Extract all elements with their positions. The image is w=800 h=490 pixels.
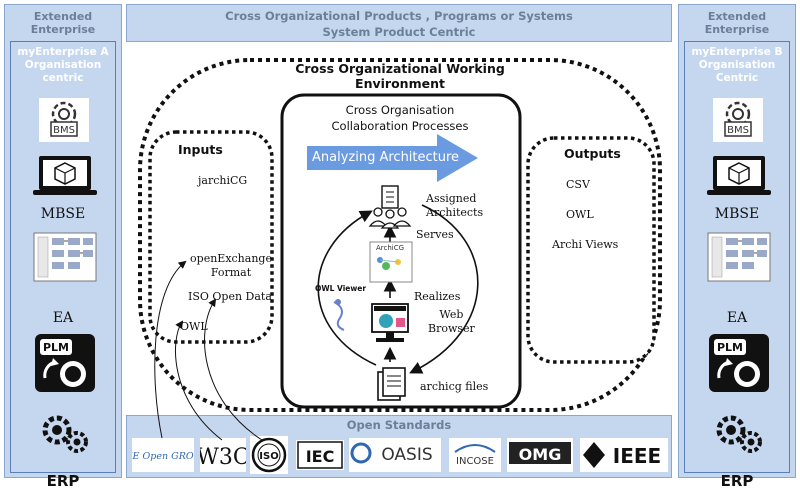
working-environment-title: Cross Organizational Working Environment xyxy=(290,61,510,91)
svg-text:PLM: PLM xyxy=(717,341,743,354)
input-openexchange-format: openExchange Format xyxy=(190,252,272,279)
svg-text:OMG: OMG xyxy=(519,445,562,464)
ea-diagram-icon xyxy=(33,232,97,282)
working-env-line1: Cross Organizational Working xyxy=(295,61,505,76)
right-enterprise-panel: Extended Enterprise myEnterprise B Organ… xyxy=(678,4,796,490)
svg-text:ISO: ISO xyxy=(259,451,278,462)
owl-viewer-label: OWL Viewer xyxy=(315,284,367,293)
open-group-logo: THE Open GROUP xyxy=(118,438,209,472)
archicg-green-node xyxy=(382,262,390,270)
web-browser-monitor-icon xyxy=(371,303,409,342)
svg-text:THE Open GROUP: THE Open GROUP xyxy=(132,451,194,462)
left-enterprise-title: myEnterprise A Organisation centric xyxy=(17,46,109,84)
archicg-card xyxy=(369,241,413,283)
left-panel-header: Extended Enterprise xyxy=(30,10,96,36)
open-group-connector xyxy=(154,260,187,439)
serves-label: Serves xyxy=(416,228,454,241)
svg-text:W3C: W3C xyxy=(200,445,246,470)
svg-text:IEEE: IEEE xyxy=(613,444,661,468)
w3c-logo: W3C xyxy=(196,438,250,472)
omg-logo: OMG xyxy=(507,438,573,472)
iec-logo: IEC xyxy=(296,440,344,470)
inputs-box xyxy=(148,130,274,344)
web-browser-label: Web Browser xyxy=(428,308,475,335)
svg-text:OASIS: OASIS xyxy=(381,445,432,465)
laptop-cube-icon xyxy=(707,156,771,195)
right-enterprise-b-box: myEnterprise B Organisation Centric BMS … xyxy=(684,41,790,490)
incose-logo: INCOSE xyxy=(449,438,501,472)
output-owl: OWL xyxy=(566,208,594,221)
right-loop-arrow xyxy=(409,204,479,374)
analyzing-architecture-label: Analyzing Architecture xyxy=(312,150,460,165)
erp-gears-icon xyxy=(42,415,88,453)
svg-text:INCOSE: INCOSE xyxy=(456,456,494,467)
collab-title-line1: Cross Organisation xyxy=(345,103,455,117)
working-env-line2: Environment xyxy=(355,76,445,91)
iso-connector xyxy=(204,298,263,441)
iso-logo: ISO xyxy=(250,436,288,474)
input-iso-open-data: ISO Open Data xyxy=(188,290,272,303)
left-enterprise-panel: Extended Enterprise myEnterprise A Organ… xyxy=(4,4,122,490)
svg-text:PLM: PLM xyxy=(43,341,69,354)
assigned-architects-label: Assigned Architects xyxy=(426,192,484,219)
erp-gears-icon xyxy=(716,415,762,453)
owl-viewer-icon xyxy=(333,299,345,331)
left-loop-arrow xyxy=(317,210,377,366)
input-jarchicg: jarchiCG xyxy=(198,174,248,187)
svg-text:BMS: BMS xyxy=(53,125,75,136)
right-mbse-label: MBSE xyxy=(714,206,760,222)
right-enterprise-title: myEnterprise B Organisation Centric xyxy=(691,46,783,84)
archicg-files-icon xyxy=(377,367,406,401)
svg-text:IEC: IEC xyxy=(306,447,335,466)
realizes-label: Realizes xyxy=(414,290,461,303)
laptop-cube-icon xyxy=(33,156,97,195)
open-standards-title: Open Standards xyxy=(346,418,452,432)
bms-gear-icon: BMS xyxy=(713,98,763,142)
left-enterprise-a-box: myEnterprise A Organisation centric BMS … xyxy=(10,41,116,490)
top-banner-line1: Cross Organizational Products , Programs… xyxy=(225,9,573,23)
output-csv: CSV xyxy=(566,178,590,191)
plm-icon: PLM xyxy=(35,334,95,392)
input-owl: OWL xyxy=(180,320,208,333)
outputs-title: Outputs xyxy=(564,146,621,161)
output-archi-views: Archi Views xyxy=(552,238,619,251)
ea-diagram-icon xyxy=(707,232,771,282)
working-environment-boundary xyxy=(138,58,662,412)
bms-gear-icon: BMS xyxy=(39,98,89,142)
right-panel-header: Extended Enterprise xyxy=(704,10,770,36)
archicg-card-label: ArchiCG xyxy=(376,244,405,252)
top-banner-line2: System Product Centric xyxy=(322,25,476,39)
left-mbse-label: MBSE xyxy=(40,206,86,222)
left-ea-label: EA xyxy=(52,310,74,326)
top-banner: Cross Organizational Products , Programs… xyxy=(126,4,672,42)
collab-title-line2: Collaboration Processes xyxy=(331,119,469,133)
oasis-logo: OASIS xyxy=(349,438,441,472)
inputs-title: Inputs xyxy=(178,142,223,157)
plm-icon: PLM xyxy=(709,334,769,392)
architects-building-icon xyxy=(368,185,412,229)
outputs-box xyxy=(526,136,656,364)
svg-text:BMS: BMS xyxy=(727,125,749,136)
w3c-connector xyxy=(174,320,223,441)
right-ea-label: EA xyxy=(726,310,748,326)
collab-title: Cross Organisation Collaboration Process… xyxy=(290,102,510,134)
ieee-logo: IEEE xyxy=(580,438,668,472)
archicg-files-label: archicg files xyxy=(420,380,489,393)
analyzing-architecture-arrow xyxy=(307,134,478,182)
